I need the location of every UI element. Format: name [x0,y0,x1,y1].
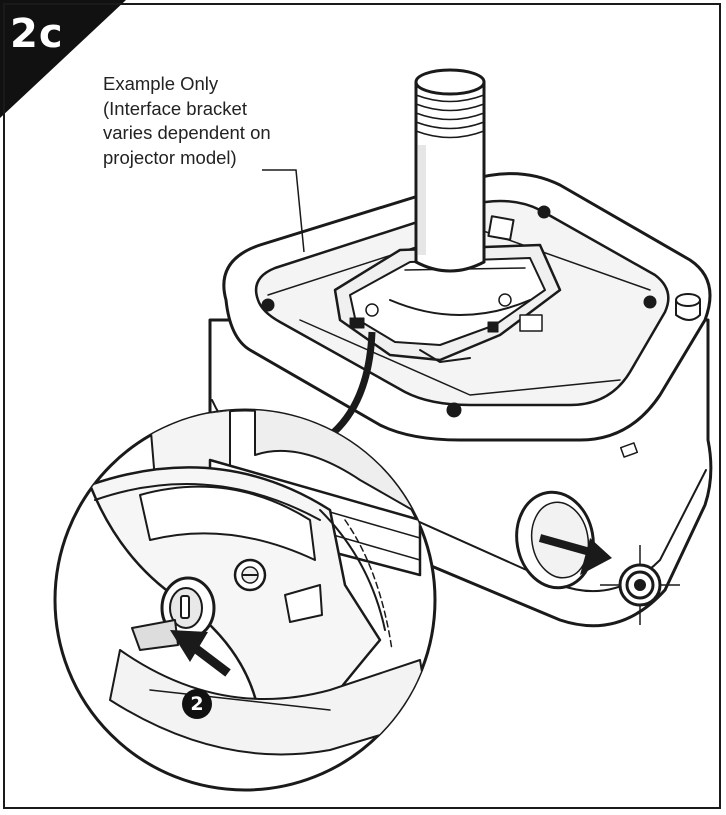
pull-arrow-icon [538,534,612,575]
note-leader-line [262,169,305,253]
threaded-pipe [414,68,486,273]
push-arrow-icon [170,630,231,677]
page-frame [3,3,721,809]
callout-number: 2 [190,693,204,715]
zoom-detail [53,408,437,792]
note-line-2: (Interface bracket [103,97,247,119]
note-line-1: Example Only [103,73,219,94]
target-icon [600,545,680,625]
note-line-4: projector model) [103,146,237,168]
callout-number-icon [182,689,212,719]
note-line-3: varies dependent on [103,122,271,143]
step-label: 2c [10,11,64,57]
step-badge [0,0,126,118]
example-note: Example Only (Interface bracket varies d… [103,72,271,170]
interface-bracket [333,215,562,363]
